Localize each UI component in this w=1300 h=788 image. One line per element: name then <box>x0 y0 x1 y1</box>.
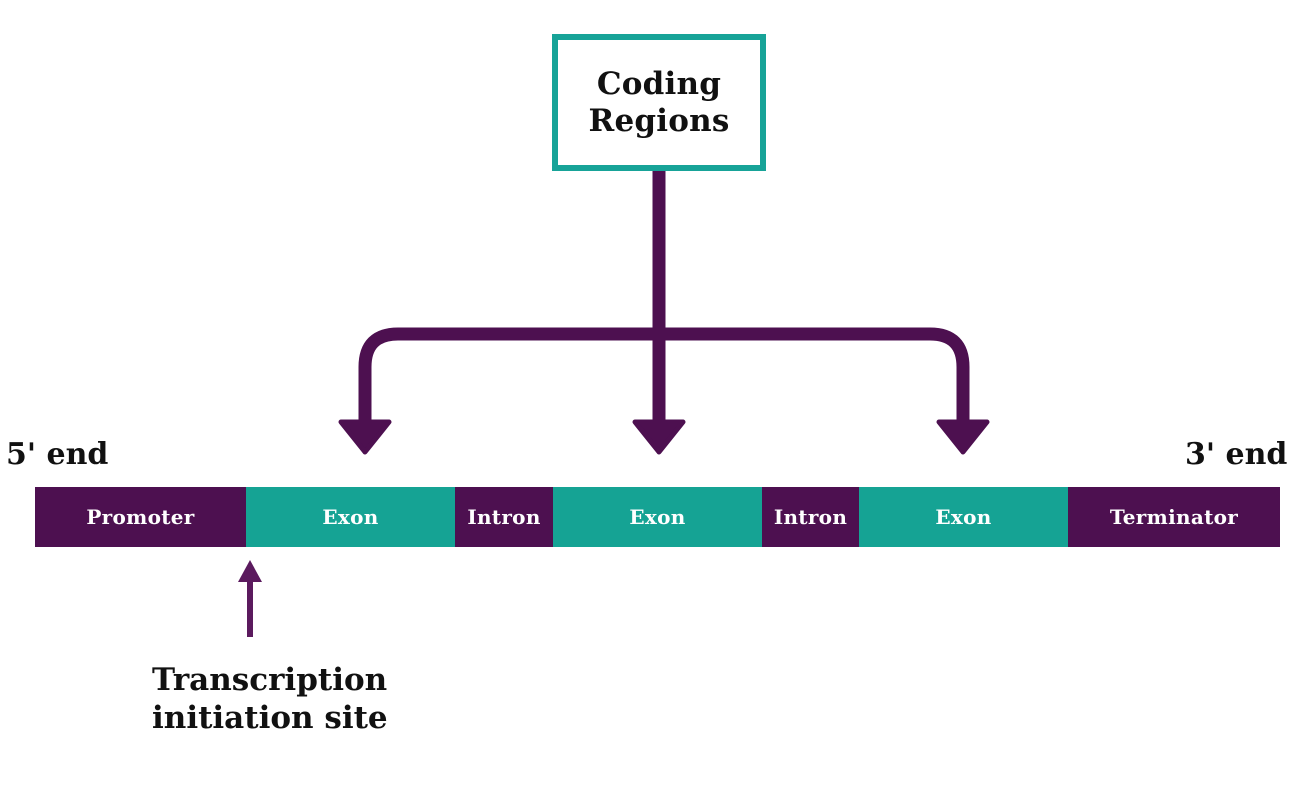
tis-arrow-head <box>238 560 262 582</box>
gene-segment-exon-2: Exon <box>553 487 762 547</box>
bracket-left-branch <box>358 327 659 424</box>
gene-segment-exon-3: Exon <box>859 487 1068 547</box>
down-arrow-exon-2-head <box>632 419 686 455</box>
transcription-initiation-arrow <box>238 560 262 637</box>
coding-regions-line-1: Coding <box>596 65 722 102</box>
coding-regions-line-2: Regions <box>588 102 730 139</box>
five-prime-end-label: 5' end <box>6 437 109 472</box>
gene-segment-terminator: Terminator <box>1068 487 1280 547</box>
bracket-right-branch <box>659 327 970 424</box>
gene-segment-intron-1: Intron <box>455 487 553 547</box>
transcription-initiation-site-caption: Transcription initiation site <box>152 662 388 738</box>
tis-caption-line-2: initiation site <box>152 699 388 736</box>
coding-regions-callout: Coding Regions <box>552 34 766 171</box>
three-prime-end-label: 3' end <box>1185 437 1288 472</box>
tis-caption-line-1: Transcription <box>152 662 388 698</box>
gene-segment-promoter: Promoter <box>35 487 246 547</box>
gene-segment-intron-2: Intron <box>762 487 859 547</box>
gene-structure-bar: Promoter Exon Intron Exon Intron Exon Te… <box>35 487 1280 547</box>
down-arrow-exon-3-head <box>936 419 990 455</box>
gene-segment-exon-1: Exon <box>246 487 455 547</box>
down-arrow-exon-1-head <box>338 419 392 455</box>
